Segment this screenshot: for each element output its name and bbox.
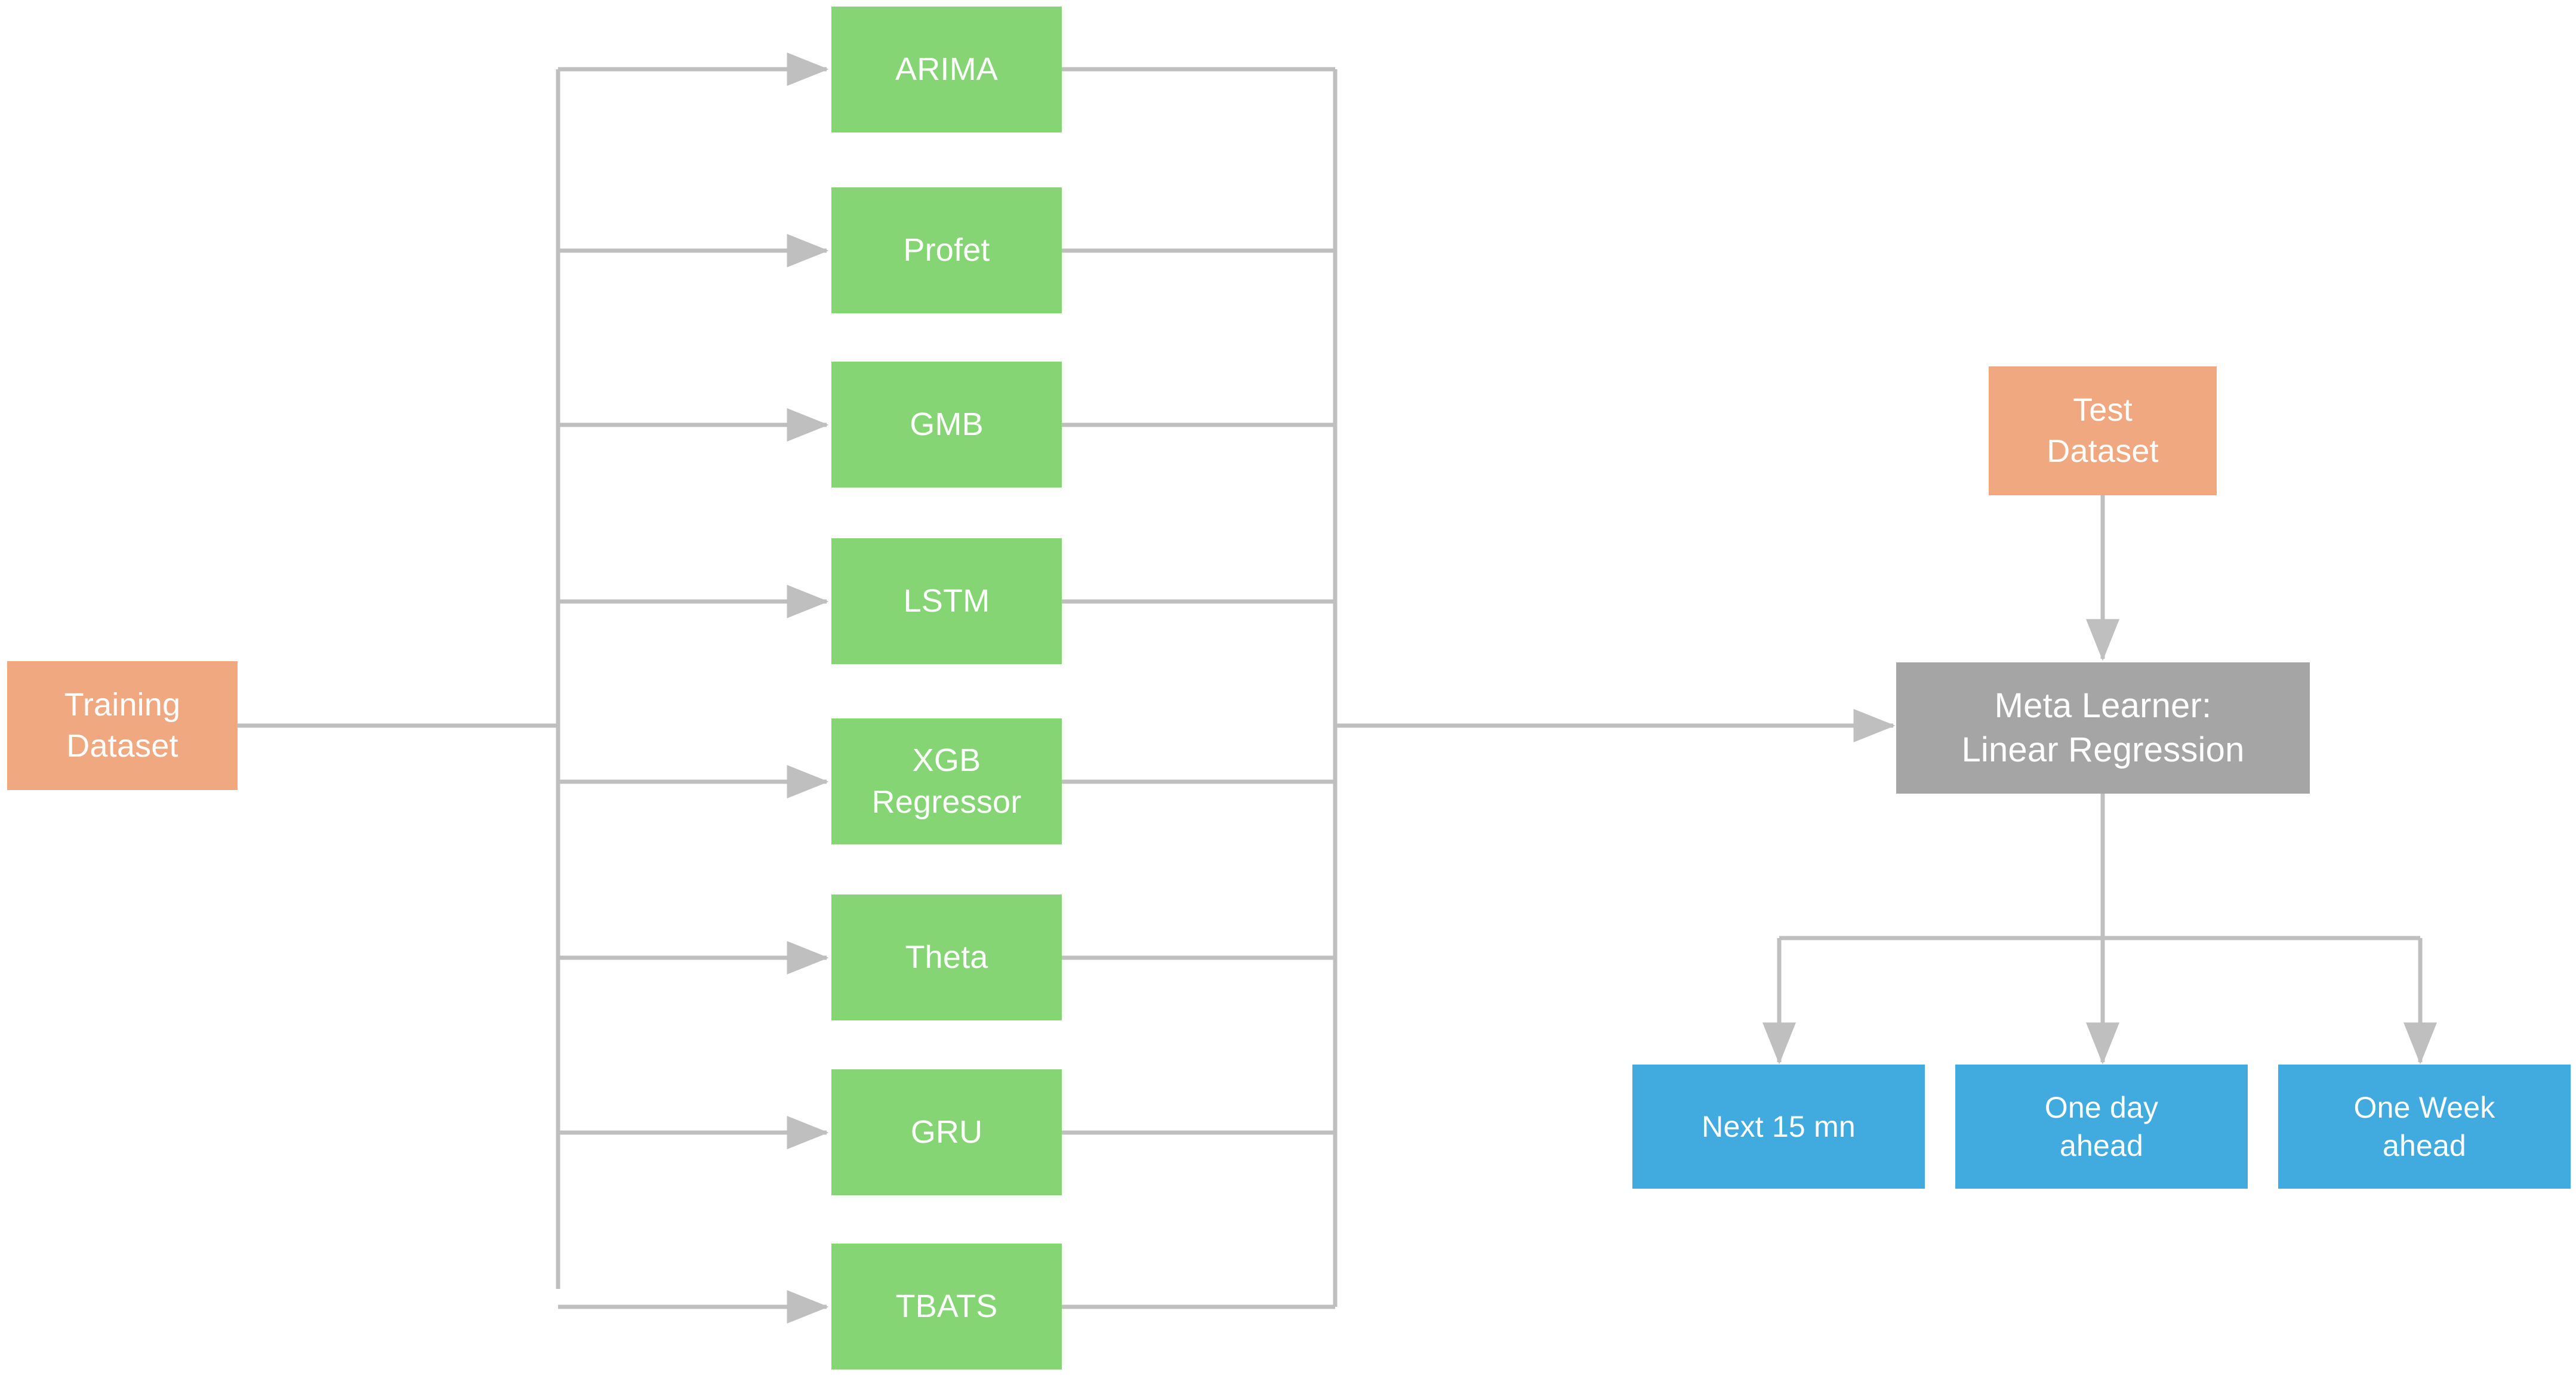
model-arima-label: ARIMA	[895, 51, 999, 87]
node-model-gmb[interactable]: GMB	[831, 362, 1062, 488]
node-output-one-week-ahead[interactable]: One Week ahead	[2278, 1065, 2571, 1189]
output-one-day-line-2: ahead	[2059, 1129, 2144, 1162]
node-training-dataset[interactable]: Training Dataset	[7, 661, 238, 790]
model-gmb-label: GMB	[910, 406, 984, 442]
model-gru-label: GRU	[910, 1113, 983, 1150]
node-model-gru[interactable]: GRU	[831, 1069, 1062, 1195]
output-next-15-mn-line-1: Next 15 mn	[1702, 1110, 1856, 1143]
model-xgb-label-line-1: XGB	[912, 742, 981, 779]
node-model-theta[interactable]: Theta	[831, 894, 1062, 1020]
model-tbats-label: TBATS	[895, 1288, 998, 1324]
node-meta-learner[interactable]: Meta Learner: Linear Regression	[1896, 662, 2310, 794]
model-profet-label: Profet	[903, 232, 990, 268]
model-xgb-label-line-2: Regressor	[871, 784, 1022, 820]
output-one-week-line-1: One Week	[2353, 1091, 2495, 1124]
test-dataset-line-2: Dataset	[2047, 433, 2159, 469]
test-dataset-line-1: Test	[2073, 391, 2133, 428]
meta-learner-line-1: Meta Learner:	[1994, 686, 2212, 725]
model-theta-label: Theta	[905, 939, 988, 975]
training-dataset-line-2: Dataset	[66, 728, 178, 764]
node-test-dataset[interactable]: Test Dataset	[1989, 366, 2217, 495]
node-output-one-day-ahead[interactable]: One day ahead	[1955, 1065, 2248, 1189]
training-dataset-line-1: Training	[64, 686, 181, 723]
meta-learner-line-2: Linear Regression	[1961, 730, 2245, 769]
node-model-tbats[interactable]: TBATS	[831, 1244, 1062, 1369]
node-model-arima[interactable]: ARIMA	[831, 7, 1062, 132]
output-one-week-line-2: ahead	[2382, 1129, 2467, 1162]
model-lstm-label: LSTM	[903, 582, 990, 619]
output-one-day-line-1: One day	[2044, 1091, 2159, 1124]
node-model-profet[interactable]: Profet	[831, 187, 1062, 313]
node-model-lstm[interactable]: LSTM	[831, 538, 1062, 664]
node-output-next-15-mn[interactable]: Next 15 mn	[1632, 1065, 1925, 1189]
node-model-xgb-regressor[interactable]: XGB Regressor	[831, 718, 1062, 844]
